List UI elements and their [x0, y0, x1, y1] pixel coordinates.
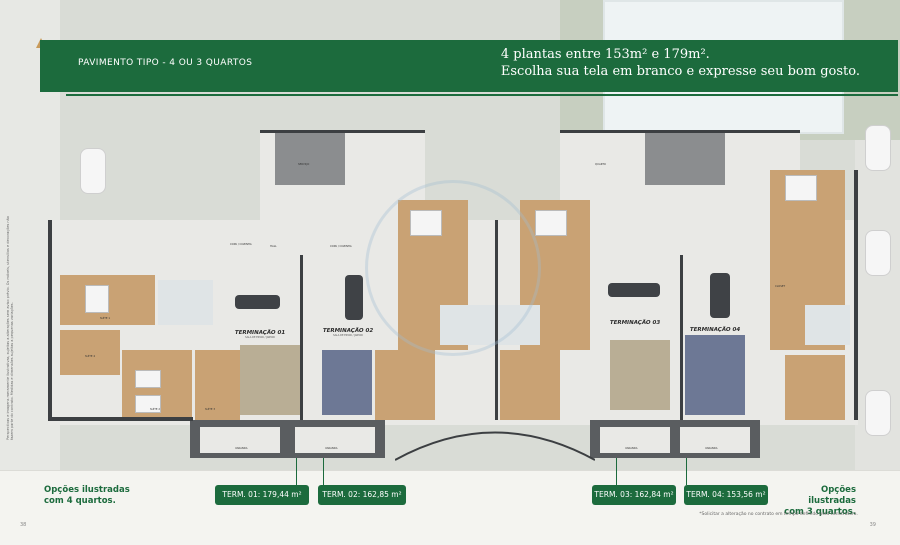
room-label: SUÍTE 4 — [85, 355, 96, 358]
bed — [135, 370, 161, 388]
banner-underline — [66, 94, 898, 96]
dining-table — [710, 273, 730, 318]
bathroom — [158, 280, 213, 325]
room-label: VARANDA — [625, 447, 638, 450]
term-02-pointer — [323, 458, 324, 485]
term-02-area: TERM. 02: 162,85 m² — [318, 485, 406, 505]
room-label: CLOSET — [775, 285, 786, 288]
room-label: SERVIÇO — [298, 163, 310, 166]
living-rug — [685, 335, 745, 415]
left-option-line-2: com 4 quartos. — [44, 496, 116, 506]
living-rug — [322, 350, 372, 415]
wall — [300, 255, 303, 420]
suite-3-room — [195, 350, 240, 420]
suite-room-right — [785, 355, 845, 420]
room-label: VARANDA — [235, 447, 248, 450]
right-option-line-1: Opções ilustradas — [808, 485, 856, 506]
balcony-floor — [680, 427, 750, 453]
wall — [48, 220, 52, 420]
page-number-right: 39 — [869, 522, 876, 528]
left-option-line-1: Opções ilustradas — [44, 485, 130, 495]
left-option-note: Opções ilustradas com 4 quartos. — [44, 485, 130, 507]
term-04-area: TERM. 04: 153,56 m² — [684, 485, 768, 505]
term-01-pointer — [296, 458, 297, 485]
room-label: HALL — [270, 245, 277, 248]
termination-04-label: TERMINAÇÃO 04 — [689, 327, 741, 333]
parked-car — [865, 125, 891, 171]
dining-table — [608, 283, 660, 297]
parked-car — [865, 230, 891, 276]
footnote: *Solicitar a alteração no contrato em te… — [699, 512, 858, 517]
room-label: COPA / COZINHA — [330, 245, 352, 248]
right-option-note: Opções ilustradas com 3 quartos. — [780, 485, 856, 518]
headline-line-2: Escolha sua tela em branco e expresse se… — [500, 64, 860, 79]
right-option-line-2: com 3 quartos. — [784, 507, 856, 517]
term-03-pointer — [616, 458, 617, 485]
room-label: COPA / COZINHA — [230, 243, 252, 246]
suite-room — [375, 350, 435, 420]
header-banner — [40, 40, 898, 92]
brand-watermark — [365, 180, 541, 356]
section-title: PAVIMENTO TIPO - 4 OU 3 QUARTOS — [78, 58, 253, 68]
bed — [535, 210, 567, 236]
facade-curve — [395, 431, 595, 461]
room-label: SUÍTE 1 — [100, 317, 111, 320]
living-rug — [610, 340, 670, 410]
suite-4-room — [60, 330, 120, 375]
wall — [48, 417, 193, 421]
term-04-pointer — [686, 458, 687, 485]
bed — [85, 285, 109, 313]
room-label: QUARTO — [595, 163, 606, 166]
term-01-area: TERM. 01: 179,44 m² — [215, 485, 309, 505]
balcony-floor — [200, 427, 280, 453]
dining-table — [235, 295, 280, 309]
divider — [0, 470, 900, 471]
balcony-floor — [295, 427, 375, 453]
bed — [785, 175, 817, 201]
wall — [854, 170, 858, 420]
wall — [560, 130, 800, 133]
headline: 4 plantas entre 153m² e 179m². Escolha s… — [501, 46, 860, 80]
room-label: SUÍTE 3 — [205, 408, 216, 411]
wall — [260, 130, 425, 133]
living-rug — [240, 345, 300, 415]
balcony-floor — [600, 427, 670, 453]
page-number-left: 38 — [20, 522, 27, 528]
room-label: SUÍTE 2 — [150, 408, 161, 411]
suite-room — [500, 350, 560, 420]
room-label: VARANDA — [325, 447, 338, 450]
termination-03-label: TERMINAÇÃO 03 — [609, 320, 661, 326]
side-disclaimer: Perspectivas e imagens meramente ilustra… — [6, 216, 14, 440]
stair-left — [275, 130, 345, 185]
parked-car — [80, 148, 106, 194]
wall — [680, 255, 683, 420]
room-label: VARANDA — [705, 447, 718, 450]
parked-car — [865, 390, 891, 436]
stair-right — [645, 130, 725, 185]
headline-line-1: 4 plantas entre 153m² e 179m². — [500, 47, 710, 62]
term-03-area: TERM. 03: 162,84 m² — [592, 485, 676, 505]
bathroom — [805, 305, 850, 345]
dining-table — [345, 275, 363, 320]
bed — [135, 395, 161, 413]
